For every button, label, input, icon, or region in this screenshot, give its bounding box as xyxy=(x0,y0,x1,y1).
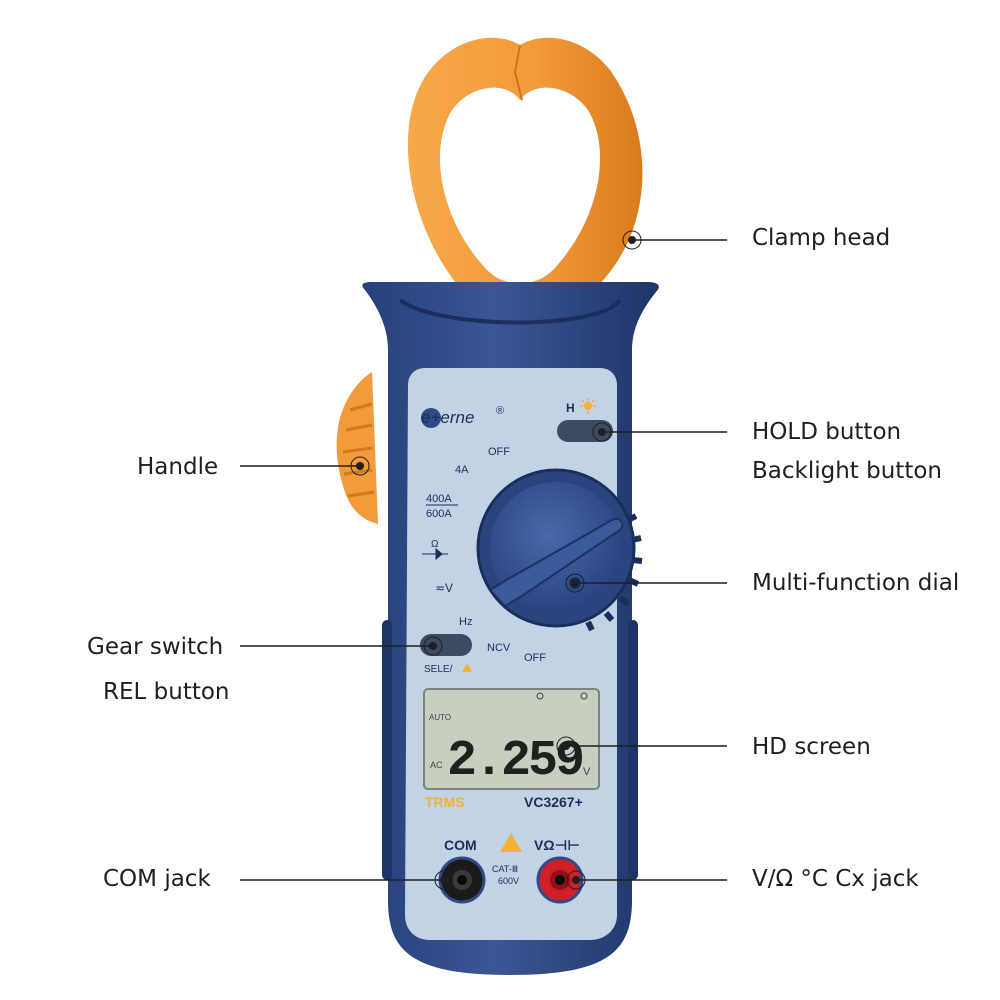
range-600a-label: 600A xyxy=(426,508,452,520)
lcd-screen: AUTO AC 2.259 V xyxy=(423,688,600,790)
sun-icon xyxy=(580,398,596,414)
off-bottom-label: OFF xyxy=(524,652,546,664)
diode-resistance-icon: Ω xyxy=(422,539,448,561)
clamp-head xyxy=(407,37,643,305)
leader-lines xyxy=(240,239,727,881)
svg-text:H: H xyxy=(566,401,575,415)
rel-button-label: REL button xyxy=(103,679,230,705)
v-jack-label: V/Ω °C Cx jack xyxy=(752,866,919,892)
v-omega-label: VΩ⊣⊢ xyxy=(534,837,580,853)
svg-text:Ω: Ω xyxy=(431,539,439,550)
com-jack-label: COM jack xyxy=(103,866,211,892)
ncv-label: NCV xyxy=(487,642,511,654)
brand-logo: e+erne ® xyxy=(421,405,504,428)
svg-text:e+erne: e+erne xyxy=(421,408,474,427)
clamp-head-label: Clamp head xyxy=(752,225,891,251)
handle-trigger xyxy=(336,372,378,524)
range-4a-label: 4A xyxy=(455,464,469,476)
range-400a-label: 400A xyxy=(426,493,452,505)
hd-screen-label: HD screen xyxy=(752,734,871,760)
hz-label: Hz xyxy=(459,616,472,628)
cat-volt-label: 600V xyxy=(498,876,519,886)
cat-label: CAT-Ⅲ xyxy=(492,864,518,874)
voltage-label: ≂V xyxy=(435,581,453,595)
trms-label: TRMS xyxy=(425,794,465,810)
svg-text:V: V xyxy=(583,766,591,778)
svg-text:AUTO: AUTO xyxy=(429,713,451,722)
gear-switch-button[interactable]: SELE/ xyxy=(420,634,472,675)
multi-function-dial[interactable] xyxy=(476,468,643,632)
svg-text:2.259: 2.259 xyxy=(447,733,582,790)
model-label: VC3267+ xyxy=(524,794,583,810)
svg-text:SELE/: SELE/ xyxy=(424,664,453,675)
warning-triangle-icon xyxy=(500,833,522,852)
svg-text:AC: AC xyxy=(430,760,443,770)
dial-label: Multi-function dial xyxy=(752,570,960,596)
leader-markers xyxy=(350,230,642,890)
backlight-button-label: Backlight button xyxy=(752,458,942,484)
gear-switch-label: Gear switch xyxy=(87,634,224,660)
hold-button[interactable]: H xyxy=(557,398,613,442)
hold-button-label: HOLD button xyxy=(752,419,902,445)
com-jack[interactable] xyxy=(438,856,486,904)
handle-label: Handle xyxy=(137,454,219,480)
svg-text:®: ® xyxy=(496,405,504,417)
com-label: COM xyxy=(444,837,477,853)
off-top-label: OFF xyxy=(488,446,510,458)
warning-icon xyxy=(462,663,472,672)
